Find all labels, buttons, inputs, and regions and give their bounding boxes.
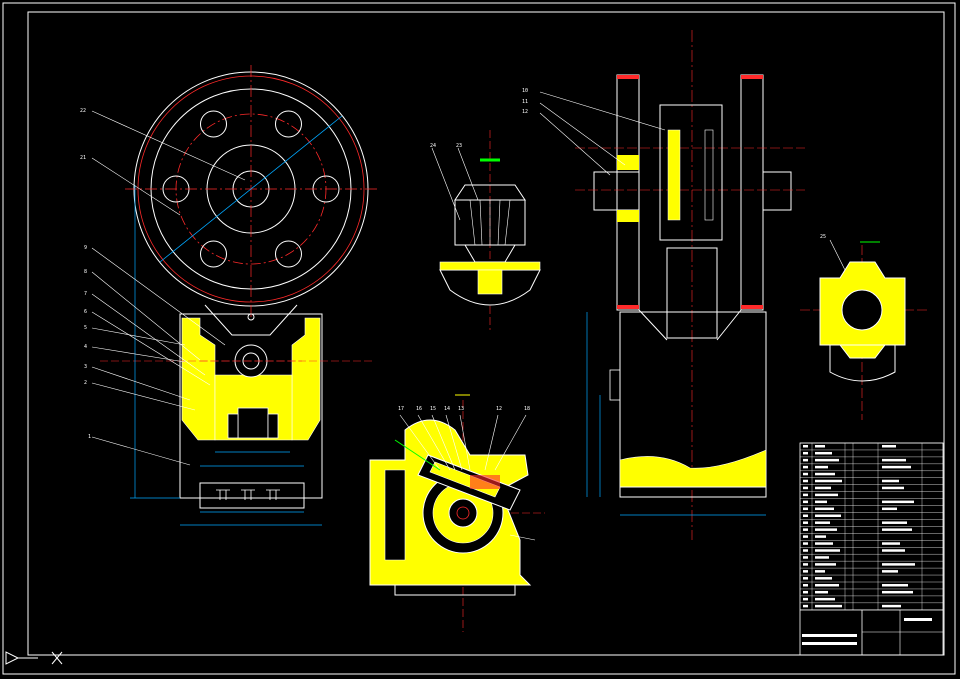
- callout-bottom-section-18: 18: [524, 406, 530, 412]
- body-hatch-left: [181, 317, 216, 441]
- callout-front-view-21: 21: [80, 155, 86, 161]
- ucs-cross-icon: [51, 651, 63, 665]
- bearing-detail: [800, 239, 930, 420]
- callout-top-detail-24: 24: [430, 143, 436, 149]
- bolster: [199, 482, 305, 509]
- front-view: [91, 65, 377, 526]
- body-hatch-right: [291, 317, 321, 441]
- inner-frame: [27, 11, 945, 656]
- flywheel-holes: [162, 110, 340, 268]
- callout-right-detail-25: 25: [820, 234, 826, 240]
- callout-bottom-section-14: 14: [444, 406, 450, 412]
- callout-front-view-1: 1: [88, 434, 91, 440]
- callout-front-view-8: 8: [84, 269, 87, 275]
- motor-detail: [431, 130, 541, 330]
- callout-front-view-6: 6: [84, 309, 87, 315]
- flywheel-diameter-dim: [159, 115, 343, 263]
- callout-side-view-12: 12: [522, 109, 528, 115]
- callout-side-view-10: 10: [522, 88, 528, 94]
- front-dimensions: [130, 185, 322, 526]
- callout-bottom-section-13: 13: [458, 406, 464, 412]
- title-block: [799, 442, 944, 656]
- ucs-arrow-icon: [5, 651, 38, 665]
- callout-front-view-4: 4: [84, 344, 87, 350]
- callout-front-view-9: 9: [84, 245, 87, 251]
- front-leaders: [91, 110, 246, 466]
- callout-bottom-section-12: 12: [496, 406, 502, 412]
- callout-bottom-section-16: 16: [416, 406, 422, 412]
- callout-front-view-2: 2: [84, 380, 87, 386]
- callout-top-detail-23: 23: [456, 143, 462, 149]
- callout-bottom-section-17: 17: [398, 406, 404, 412]
- crank-section-view: [369, 394, 545, 632]
- callout-side-view-11: 11: [522, 99, 528, 105]
- callout-bottom-section-15: 15: [430, 406, 436, 412]
- callout-front-view-7: 7: [84, 291, 87, 297]
- side-view: [539, 30, 805, 540]
- callout-front-view-5: 5: [84, 325, 87, 331]
- callout-front-view-22: 22: [80, 108, 86, 114]
- callout-front-view-3: 3: [84, 364, 87, 370]
- flywheel-support: [204, 304, 298, 336]
